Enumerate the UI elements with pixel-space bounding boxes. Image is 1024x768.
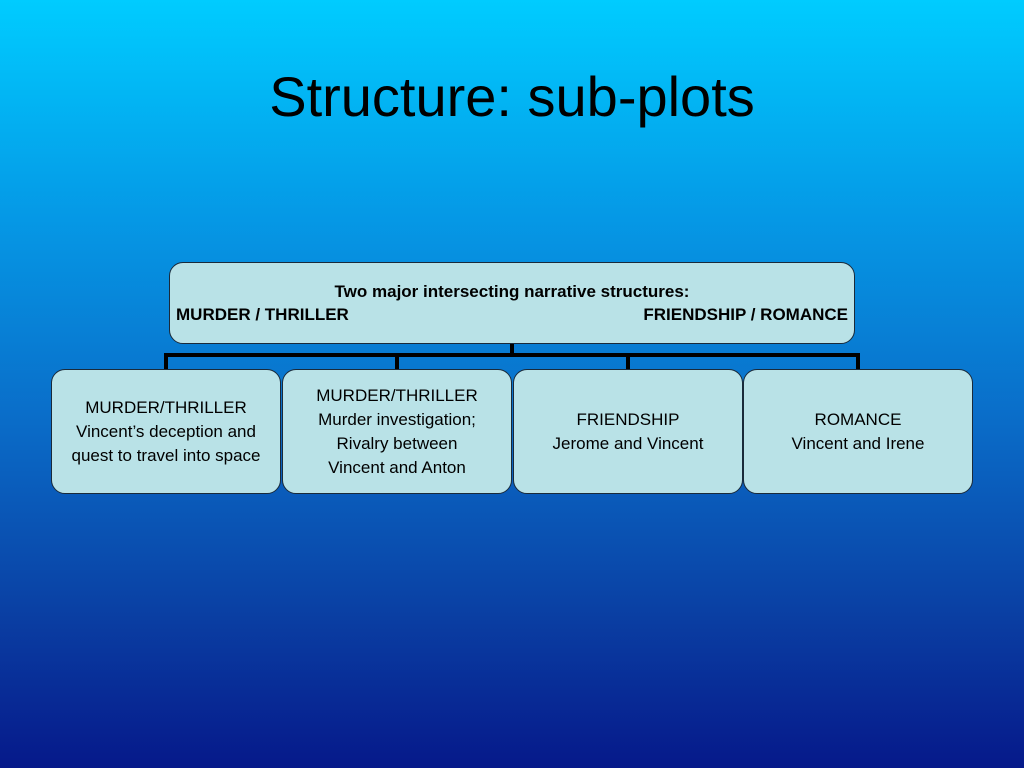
subplot-line: MURDER/THRILLER [85, 397, 247, 417]
subplot-line: Murder investigation; [318, 409, 476, 429]
subplot-romance: ROMANCE Vincent and Irene [743, 369, 973, 494]
subplot-line: Jerome and Vincent [552, 433, 704, 453]
slide-title: Structure: sub-plots [269, 65, 755, 128]
subplot-murder-thriller-deception: MURDER/THRILLER Vincent’s deception and … [51, 369, 281, 494]
root-branches: MURDER / THRILLER FRIENDSHIP / ROMANCE [176, 303, 848, 326]
subplot-line: MURDER/THRILLER [316, 385, 478, 405]
root-node: Two major intersecting narrative structu… [169, 262, 855, 344]
subplot-line: quest to travel into space [71, 445, 261, 465]
subplot-line: Vincent’s deception and [76, 421, 256, 441]
subplot-line: FRIENDSHIP [576, 409, 680, 429]
subplot-line: Rivalry between [336, 433, 458, 453]
root-right-branch: FRIENDSHIP / ROMANCE [643, 305, 848, 324]
root-left-branch: MURDER / THRILLER [176, 305, 349, 324]
subplot-line: Vincent and Irene [791, 433, 925, 453]
subplot-friendship: FRIENDSHIP Jerome and Vincent [513, 369, 743, 494]
subplot-line: Vincent and Anton [328, 457, 466, 477]
subplot-murder-thriller-investigation: MURDER/THRILLER Murder investigation; Ri… [282, 369, 512, 494]
subplot-line: ROMANCE [814, 409, 902, 429]
root-headline: Two major intersecting narrative structu… [334, 282, 690, 301]
